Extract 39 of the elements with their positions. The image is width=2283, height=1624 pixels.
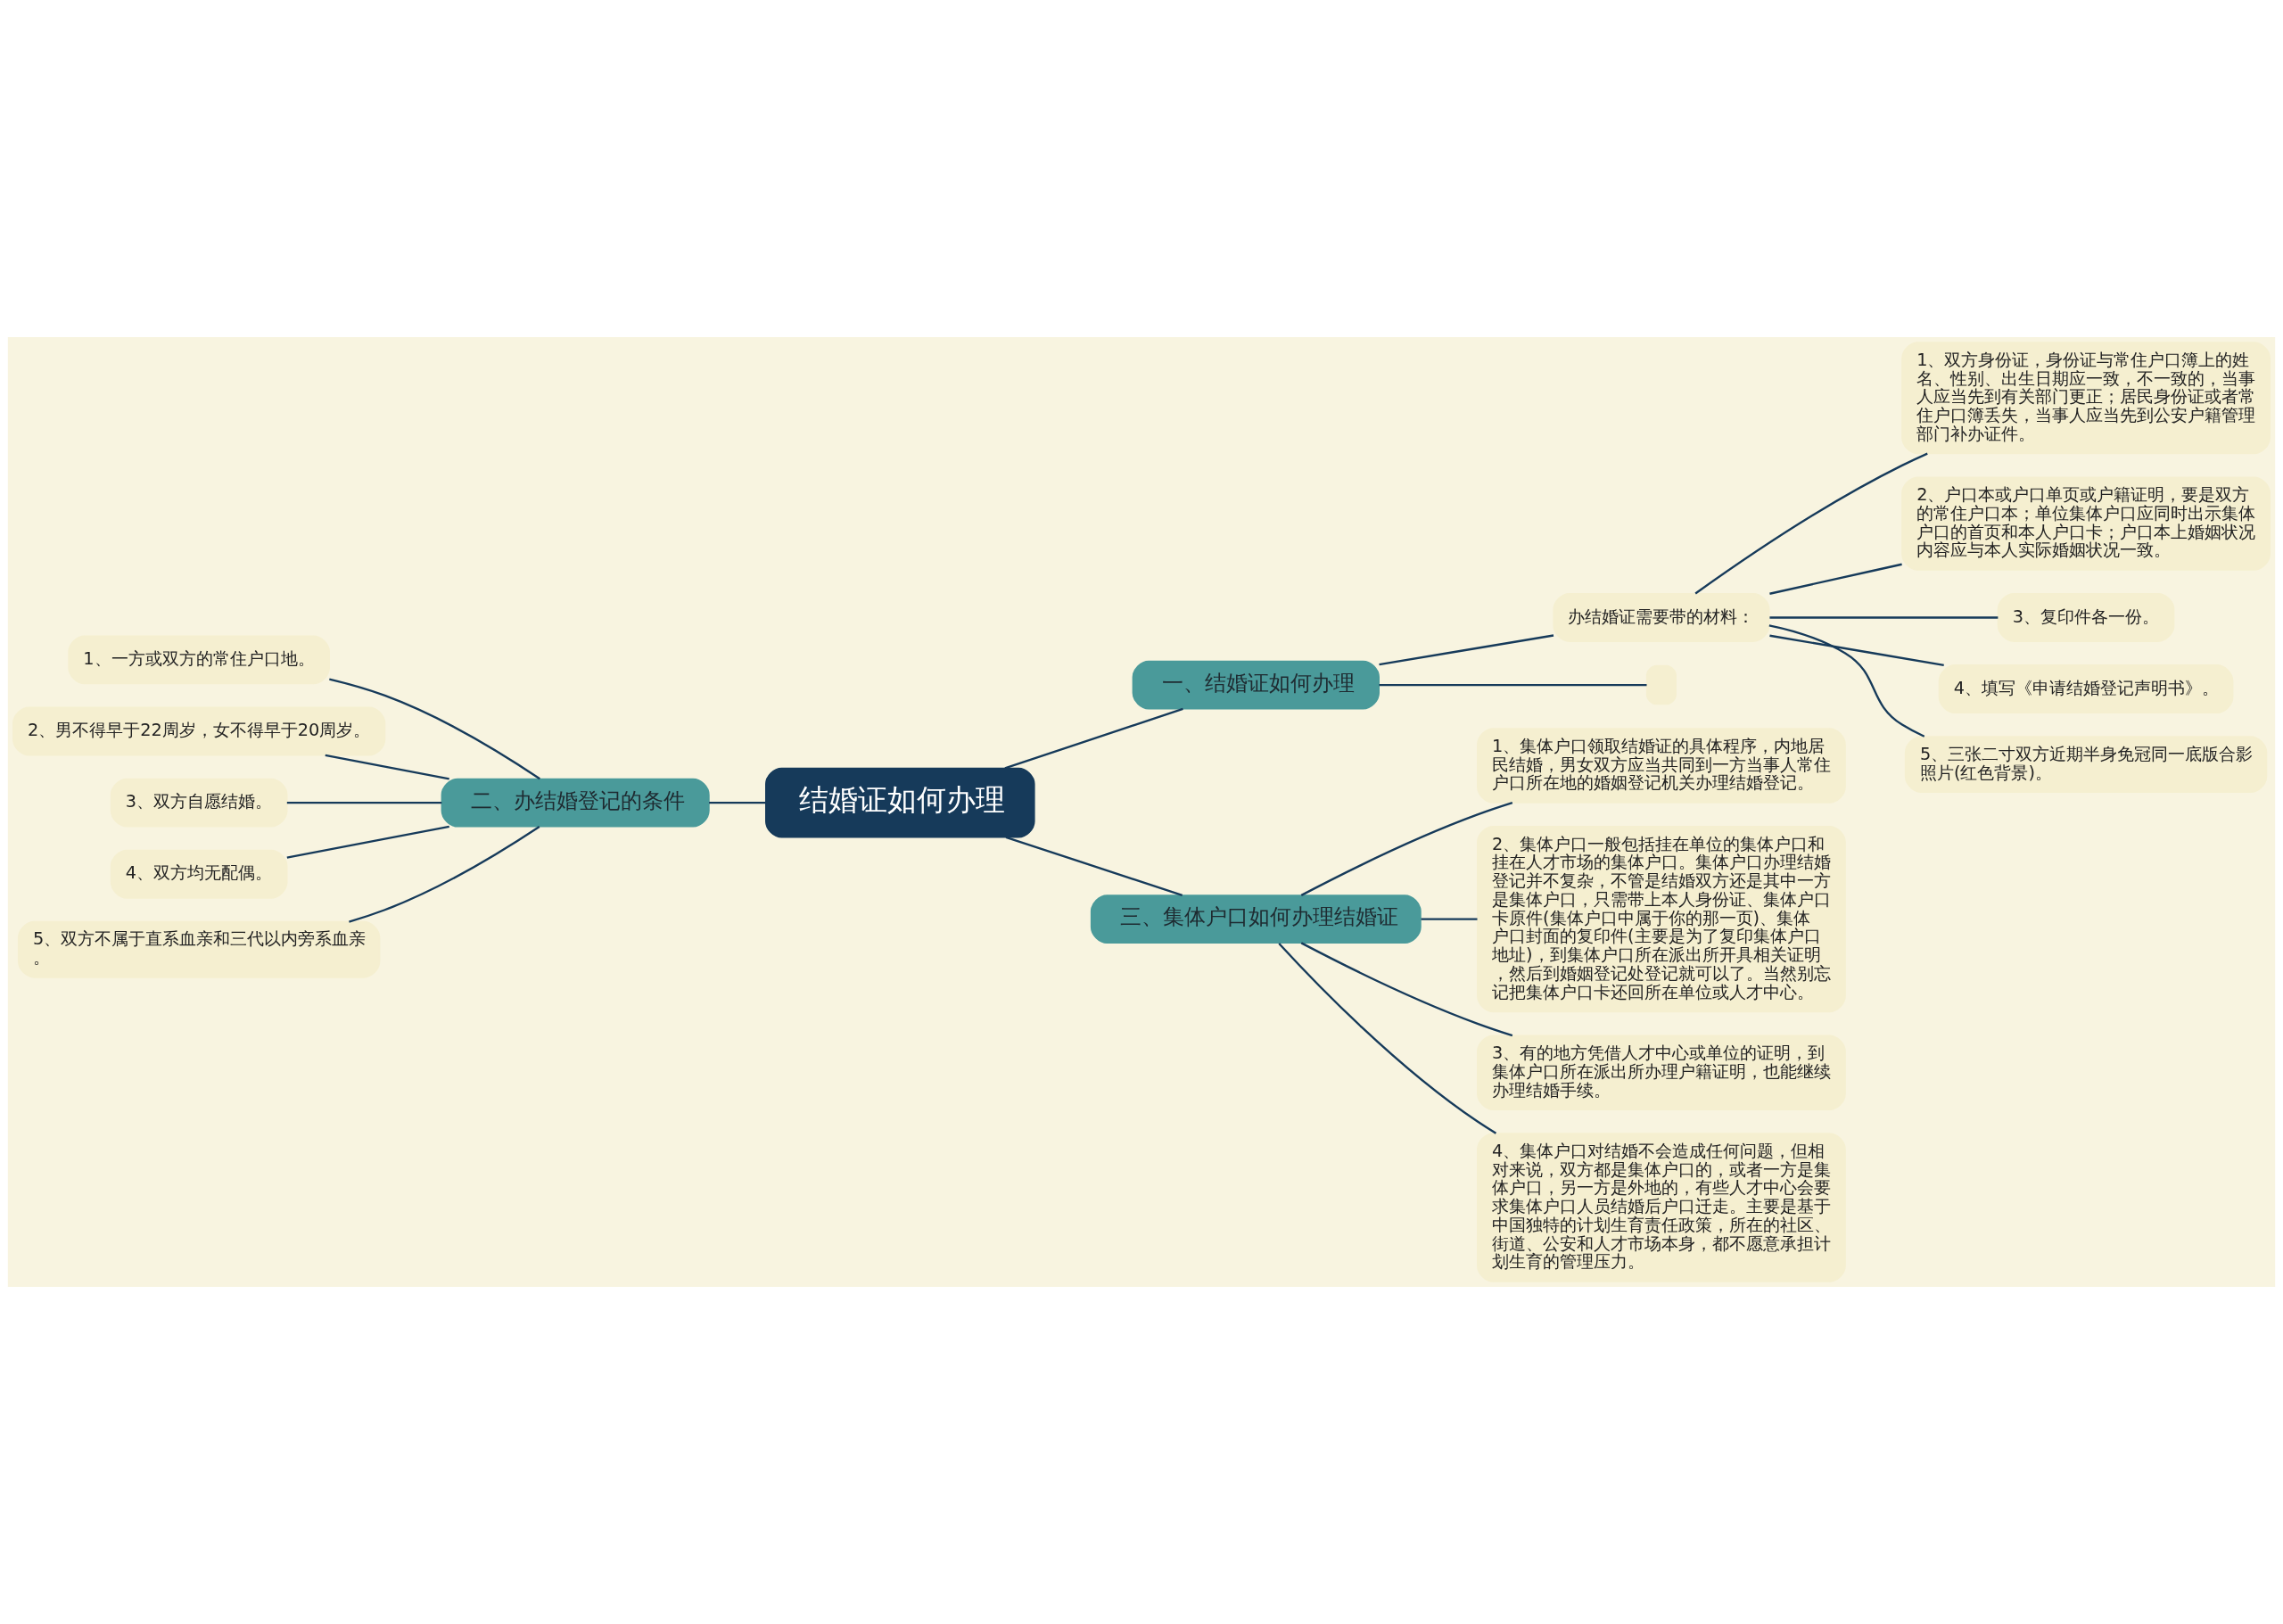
node-box: 1、双方身份证，身份证与常住户口簿上的姓名、性别、出生日期应一致，不一致的，当事人应当先到有关部门更正；居民身份证或者常住户口簿丢失，当事人应当先到公安户籍管理部门补办证件。 [1901,342,2271,455]
node-box: 3、复印件各一份。 [1997,593,2175,642]
connector [286,825,449,859]
connector [1421,918,1478,920]
connector [1694,452,1928,595]
connector [325,754,449,780]
node-box: 4、双方均无配偶。 [110,849,288,899]
node-box: 办结婚证需要带的材料： [1553,593,1770,642]
node-box: 2、男不得早于22周岁，女不得早于20周岁。 [12,706,386,756]
node-box: 4、集体户口对结婚不会造成任何问题，但相对来说，双方都是集体户口的，或者一方是集体户口，另一方是外地的，有些人才中心会要求集体户口人员结婚后户口迁走。主要是基于中国独特的计划生育责任政策，所在的社区、街道、公安和人才市场本身，都不愿意承担计划生育的管理压力。 [1477,1133,1846,1282]
node-box: 4、填写《申请结婚登记声明书》。 [1938,664,2234,713]
node-box: 2、集体户口一般包括挂在单位的集体户口和挂在人才市场的集体户口。集体户口办理结婚登记并不复杂，不管是结婚双方还是其中一方是集体户口，只需带上本人身份证、集体户口卡原件(集体户口中属于你的那一页)、集体户口封面的复印件(主要是为了复印集体户口地址)，到集体户口所在派出所开具相关证明，然后到婚姻登记处登记就可以了。当然别忘记把集体户口卡还回所在单位或人才中心。 [1477,826,1846,1013]
connector [286,801,442,804]
node-box [1645,664,1677,705]
node-box: 一、结婚证如何办理 [1132,660,1380,710]
connector [329,678,540,780]
connector [1005,836,1183,897]
node-box: 1、一方或双方的常住户口地。 [68,635,330,685]
connector [1004,707,1183,770]
connector [1768,624,1925,738]
connector [709,801,766,804]
connector [1278,943,1497,1134]
node-box: 1、集体户口领取结婚证的具体程序，内地居民结婚，男女双方应当共同到一方当事人常住户口所在地的婚姻登记机关办理结婚登记。 [1477,728,1846,804]
connector [1300,802,1513,896]
node-box: 3、双方自愿结婚。 [110,778,288,828]
node-box: 三、集体户口如何办理结婚证 [1090,894,1422,944]
connector [1769,616,1999,619]
node-box: 2、户口本或户口单页或户籍证明，要是双方的常住户口本；单位集体户口应同时出示集体户口的首页和本人户口卡；户口本上婚姻状况内容应与本人实际婚姻状况一致。 [1901,476,2271,571]
node-box: 5、三张二寸双方近期半身免冠同一底版合影照片(红色背景)。 [1904,736,2268,793]
connector [1769,634,1944,666]
node-box: 二、办结婚登记的条件 [441,778,710,828]
node-box: 3、有的地方凭借人才中心或单位的证明，到集体户口所在派出所办理户籍证明，也能继续办理结婚手续。 [1477,1035,1846,1110]
connector [1379,683,1647,687]
connector [1769,563,1902,595]
node-box: 5、双方不属于直系血亲和三代以内旁系血亲。 [17,920,381,978]
node-box: 结婚证如何办理 [765,767,1035,838]
connector [1379,634,1554,666]
connector [349,825,540,923]
connector [1300,942,1513,1037]
